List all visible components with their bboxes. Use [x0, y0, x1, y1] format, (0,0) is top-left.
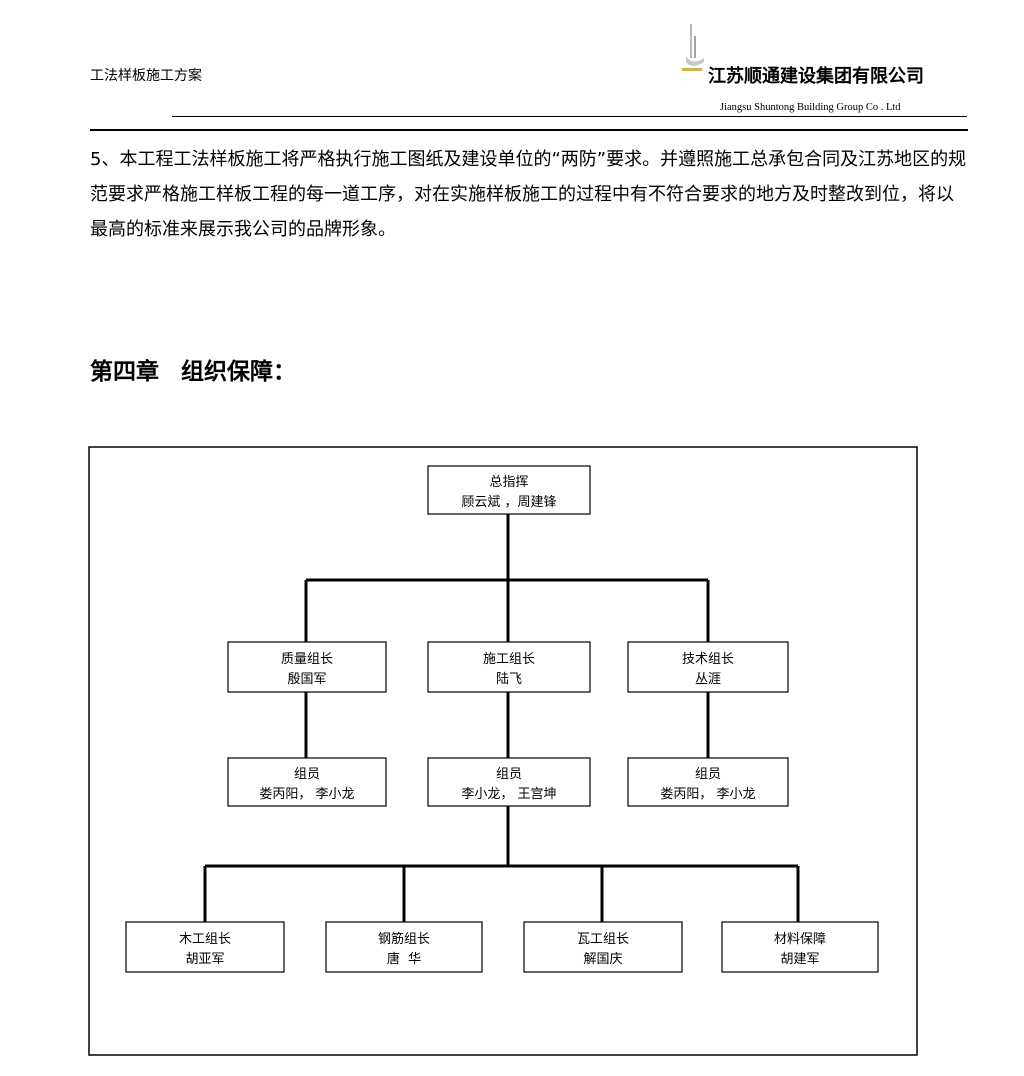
org-node-quality-leader: 质量组长 殷国军 — [227, 641, 387, 693]
org-node-names: 顾云斌 ，周建锋 — [461, 495, 556, 510]
org-node-title: 钢筋组长 — [378, 931, 430, 947]
org-node-names: 丛涯 — [695, 672, 721, 687]
org-node-title: 质量组长 — [281, 652, 333, 667]
org-node-title: 施工组长 — [483, 652, 535, 667]
company-logo-icon — [682, 24, 704, 71]
org-node-title: 总指挥 — [489, 475, 528, 490]
header-rule-thin — [172, 116, 967, 117]
org-node-names: 娄丙阳， 李小龙 — [660, 787, 755, 802]
header-doc-title: 工法样板施工方案 — [90, 68, 202, 84]
org-node-names: 殷国军 — [287, 672, 326, 687]
org-chart-connectors — [203, 514, 800, 922]
org-node-masonry-leader: 瓦工组长 解国庆 — [523, 921, 683, 973]
org-node-names: 胡建军 — [780, 952, 819, 967]
org-node-title: 组员 — [496, 767, 522, 782]
org-node-technical-leader: 技术组长 丛涯 — [627, 641, 789, 693]
org-node-title: 材料保障 — [774, 932, 826, 947]
org-node-title: 技术组长 — [682, 652, 734, 667]
body-paragraph: 5、本工程工法样板施工将严格执行施工图纸及建设单位的“两防”要求。并遵照施工总承… — [90, 149, 967, 240]
org-node-names: 胡亚军 — [185, 952, 224, 967]
org-node-carpentry-leader: 木工组长 胡亚军 — [125, 921, 285, 973]
header-rule — [90, 129, 968, 131]
company-name-en: Jiangsu Shuntong Building Group Co . Ltd — [720, 102, 901, 113]
org-chart-frame — [88, 446, 918, 1056]
org-node-title: 瓦工组长 — [577, 932, 629, 947]
org-node-names: 娄丙阳， 李小龙 — [259, 787, 354, 802]
org-node-construction-leader: 施工组长 陆飞 — [427, 641, 591, 693]
org-node-members-technical: 组员 娄丙阳， 李小龙 — [627, 757, 789, 807]
org-node-materials-support: 材料保障 胡建军 — [721, 921, 879, 973]
org-node-names: 李小龙， 王宫坤 — [461, 787, 556, 802]
org-node-names: 唐 华 — [387, 951, 421, 967]
chapter-heading: 第四章 组织保障： — [90, 359, 297, 385]
org-node-members-construction: 组员 李小龙， 王宫坤 — [427, 757, 591, 807]
org-node-names: 陆飞 — [496, 671, 522, 687]
org-node-members-quality: 组员 娄丙阳， 李小龙 — [227, 757, 387, 807]
company-name-cn: 江苏顺通建设集团有限公司 — [708, 66, 924, 87]
org-node-commander: 总指挥 顾云斌 ，周建锋 — [427, 465, 591, 515]
org-chart: 总指挥 顾云斌 ，周建锋 质量组长 殷国军 施工组长 陆飞 技术组长 丛涯 组员… — [88, 446, 918, 1056]
org-node-title: 组员 — [294, 767, 320, 782]
org-node-rebar-leader: 钢筋组长 唐 华 — [325, 921, 483, 973]
org-node-title: 组员 — [695, 767, 721, 782]
org-node-names: 解国庆 — [583, 952, 622, 967]
org-node-title: 木工组长 — [179, 932, 231, 947]
